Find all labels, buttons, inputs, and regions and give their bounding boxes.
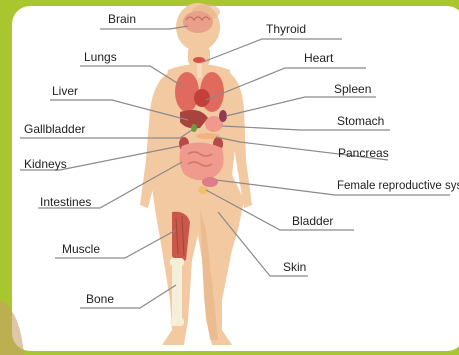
label-kidneys: Kidneys: [24, 157, 67, 171]
label-female-reproductive-system: Female reproductive system: [337, 179, 459, 193]
label-bladder: Bladder: [292, 214, 333, 228]
label-stomach: Stomach: [337, 114, 384, 128]
reproductive-organ: [202, 177, 218, 187]
lung-left-organ: [175, 72, 199, 112]
label-brain: Brain: [108, 12, 136, 26]
shin-bone: [172, 262, 182, 322]
label-muscle: Muscle: [62, 242, 100, 256]
label-bone: Bone: [86, 292, 114, 306]
leader-lines: [20, 26, 450, 308]
label-lungs: Lungs: [84, 50, 117, 64]
label-heart: Heart: [304, 51, 333, 65]
label-pancreas: Pancreas: [338, 146, 389, 160]
label-skin: Skin: [283, 260, 306, 274]
spleen-organ: [219, 110, 227, 122]
heart-organ: [194, 89, 210, 107]
label-thyroid: Thyroid: [266, 22, 306, 36]
label-intestines: Intestines: [40, 195, 91, 209]
label-gallbladder: Gallbladder: [24, 122, 85, 136]
brain-organ: [183, 11, 213, 33]
gallbladder-organ: [191, 124, 197, 132]
decorative-shape: [0, 300, 24, 355]
leader-line-brain: [100, 26, 188, 29]
intestines-organ: [179, 142, 223, 180]
label-spleen: Spleen: [334, 82, 371, 96]
label-liver: Liver: [52, 84, 78, 98]
